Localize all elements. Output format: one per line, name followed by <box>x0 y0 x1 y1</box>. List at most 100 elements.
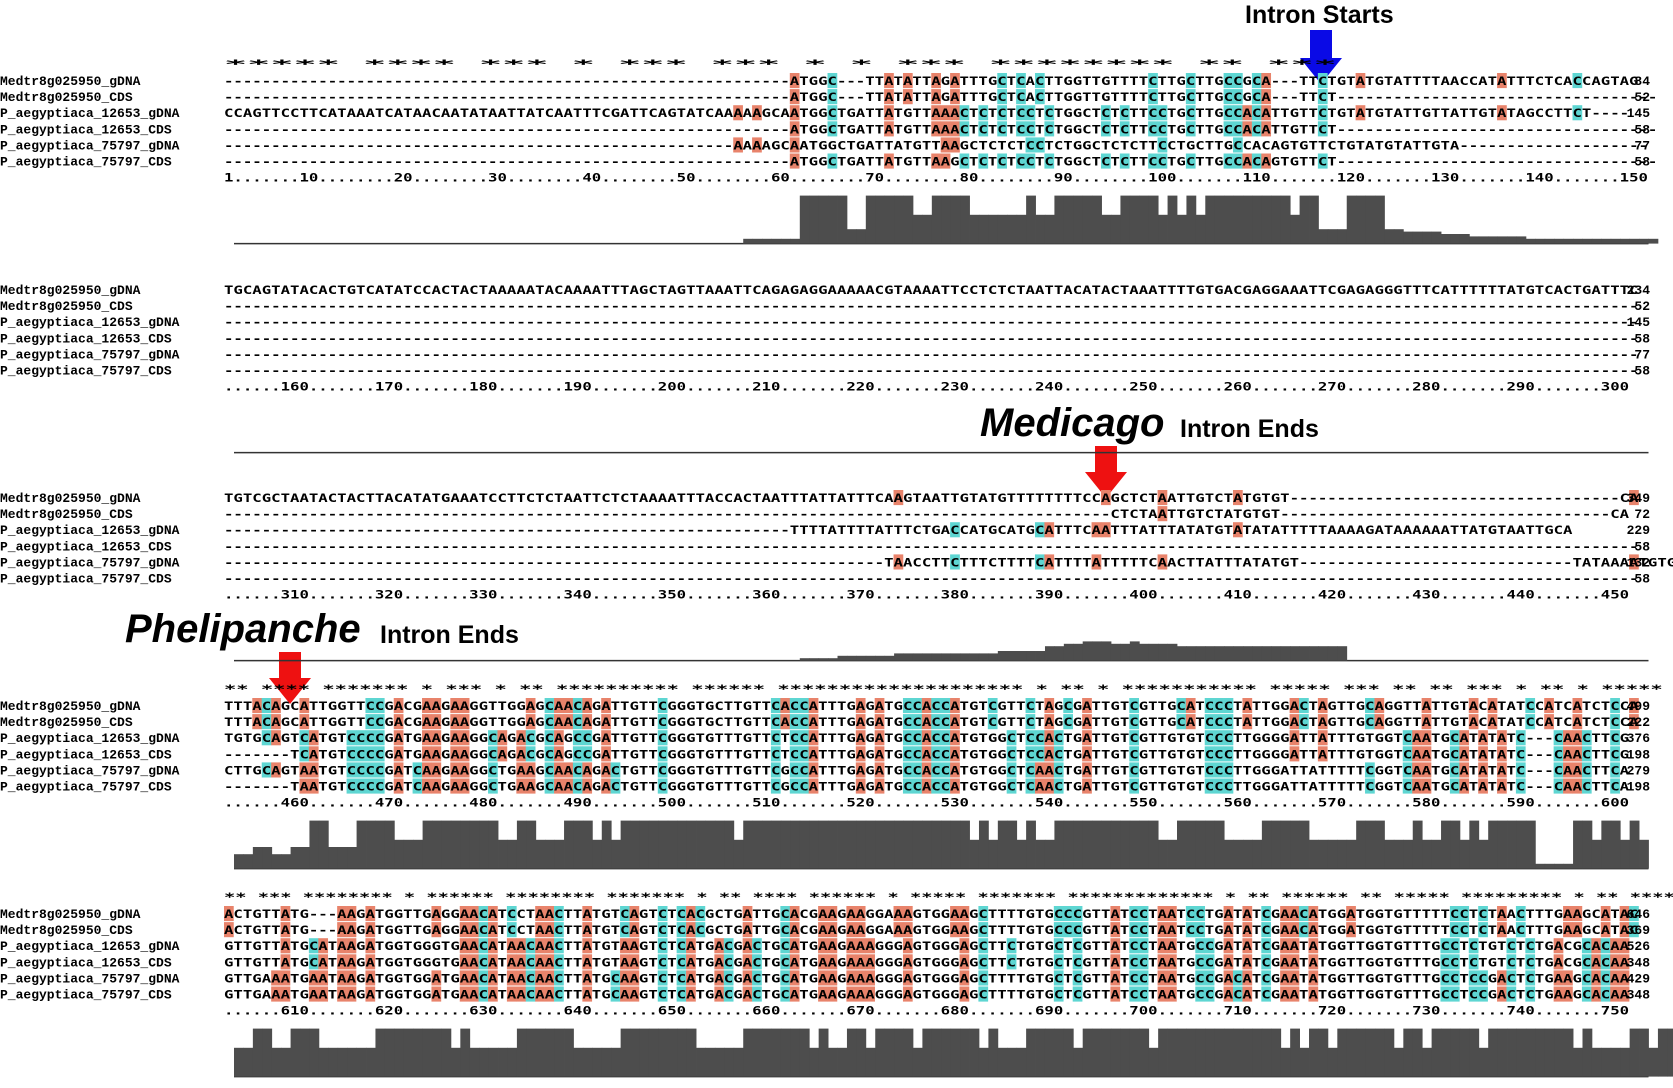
conservation-bar <box>988 839 999 869</box>
residue-highlight <box>1214 778 1224 794</box>
conservation-bar <box>1639 839 1649 869</box>
residue-highlight <box>1515 746 1526 762</box>
conservation-bar <box>1544 238 1555 244</box>
residue-highlight <box>1459 922 1470 938</box>
residue-highlight <box>789 970 800 986</box>
sequence-name: P_aegyptiaca_12653_CDS <box>0 955 172 970</box>
conservation-bar <box>828 1047 838 1077</box>
residue-highlight <box>1223 762 1234 778</box>
residue-highlight <box>1289 986 1300 1002</box>
residue-highlight <box>686 970 696 986</box>
residue-highlight <box>1100 105 1111 121</box>
residue-highlight <box>686 986 696 1002</box>
sequence-name: P_aegyptiaca_75797_gDNA <box>0 763 180 778</box>
residue-highlight <box>1223 954 1234 970</box>
residue-highlight <box>1016 73 1026 89</box>
residue-highlight <box>554 746 564 762</box>
residue-highlight <box>1204 698 1215 714</box>
residue-highlight <box>1355 105 1366 121</box>
residue-highlight <box>1289 714 1300 730</box>
residue-highlight <box>818 970 828 986</box>
residue-highlight <box>1563 778 1573 794</box>
residue-highlight <box>1034 554 1045 570</box>
residue-highlight <box>1167 938 1177 954</box>
residue-highlight <box>1034 746 1045 762</box>
residue-highlight <box>1157 490 1168 506</box>
residue-highlight <box>1289 746 1300 762</box>
residue-highlight <box>1034 730 1045 746</box>
conservation-bar <box>1318 646 1329 661</box>
conservation-bar <box>865 1047 876 1077</box>
intron-start-arrow-icon <box>1300 30 1342 84</box>
alignment-block: ** **** ******* * *** * ** ********** **… <box>0 682 1673 870</box>
residue-highlight <box>572 778 583 794</box>
conservation-bar <box>884 655 895 661</box>
sequence-row: ----------------------------------------… <box>224 523 1572 537</box>
conservation-bar <box>894 195 904 244</box>
residue-highlight <box>431 762 442 778</box>
residue-highlight <box>1157 938 1168 954</box>
conservation-bar <box>1375 1028 1385 1077</box>
residue-highlight <box>1053 970 1064 986</box>
residue-highlight <box>422 714 432 730</box>
residue-highlight <box>620 938 630 954</box>
residue-highlight <box>1346 906 1356 922</box>
conservation-bar <box>601 820 612 869</box>
residue-highlight <box>1044 522 1055 538</box>
residue-highlight <box>1138 986 1149 1002</box>
residue-highlight <box>554 954 564 970</box>
residue-highlight <box>1459 730 1470 746</box>
conservation-bar <box>1507 1028 1517 1077</box>
residue-highlight <box>940 105 951 121</box>
conservation-bar <box>234 854 244 869</box>
residue-highlight <box>1223 698 1234 714</box>
residue-highlight <box>1223 906 1234 922</box>
conservation-bar <box>441 820 452 869</box>
residue-highlight <box>280 986 291 1002</box>
conservation-bar <box>1101 1028 1112 1077</box>
residue-highlight <box>1025 137 1036 153</box>
conservation-bar <box>290 1028 301 1077</box>
conservation-bar <box>252 847 263 869</box>
conservation-bar <box>1195 820 1206 869</box>
residue-highlight <box>1591 986 1602 1002</box>
residue-highlight <box>1478 762 1488 778</box>
residue-highlight <box>478 986 489 1002</box>
residue-count: 526 <box>1627 939 1651 954</box>
residue-highlight <box>950 73 960 89</box>
residue-highlight <box>620 970 630 986</box>
conservation-bar <box>1224 646 1234 661</box>
conservation-bar <box>1384 229 1395 244</box>
residue-highlight <box>337 906 347 922</box>
residue-highlight <box>799 762 809 778</box>
residue-highlight <box>1459 778 1470 794</box>
conservation-bar <box>790 1028 801 1077</box>
residue-highlight <box>1468 938 1479 954</box>
conservation-bar <box>1525 238 1536 244</box>
residue-highlight <box>280 906 291 922</box>
conservation-bar <box>592 839 603 869</box>
conservation-bar <box>262 1028 273 1077</box>
residue-highlight <box>780 922 791 938</box>
conservation-bar <box>705 1047 716 1077</box>
residue-highlight <box>1459 762 1470 778</box>
residue-highlight <box>1223 746 1234 762</box>
conservation-bar <box>997 820 1008 869</box>
conservation-bar <box>1139 643 1150 661</box>
residue-highlight <box>855 730 866 746</box>
conservation-bar <box>922 820 933 869</box>
residue-highlight <box>1034 778 1045 794</box>
residue-count: 499 <box>1627 699 1651 714</box>
residue-highlight <box>1497 105 1507 121</box>
position-ruler: ......460.......470.......480.......490.… <box>224 796 1629 810</box>
residue-highlight <box>921 778 932 794</box>
residue-highlight <box>1478 778 1488 794</box>
residue-highlight <box>478 906 489 922</box>
conservation-bar <box>1177 1028 1187 1077</box>
residue-highlight <box>1053 746 1064 762</box>
conservation-bar <box>1271 820 1282 869</box>
residue-highlight <box>855 698 866 714</box>
residue-highlight <box>657 698 668 714</box>
